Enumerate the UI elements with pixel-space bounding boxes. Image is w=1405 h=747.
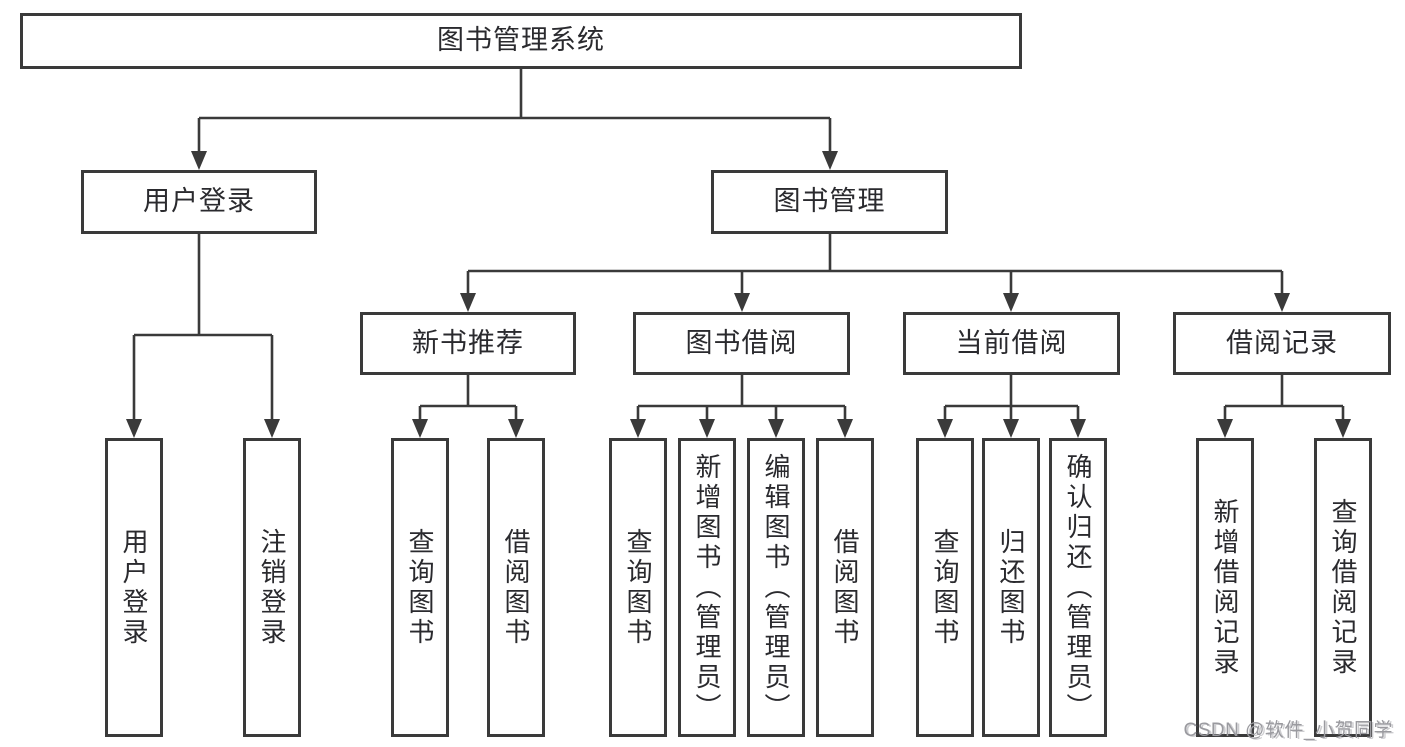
- leaf-label: 查询借阅记录: [1328, 497, 1358, 678]
- leaf-confirm-return-admin: 确认归还（管理员）: [1049, 438, 1107, 737]
- leaf-label: 编辑图书（管理员）: [761, 452, 791, 723]
- leaf-label: 借阅图书: [501, 527, 531, 648]
- leaf-label: 确认归还（管理员）: [1063, 452, 1093, 723]
- node-root: 图书管理系统: [20, 13, 1022, 69]
- leaf-add-books-admin: 新增图书（管理员）: [678, 438, 736, 737]
- leaf-label: 借阅图书: [830, 527, 860, 648]
- node-current-borrowing: 当前借阅: [903, 312, 1120, 375]
- leaf-label: 查询图书: [405, 527, 435, 648]
- leaf-label: 新增借阅记录: [1210, 497, 1240, 678]
- node-new-book-recommend: 新书推荐: [360, 312, 576, 375]
- leaf-add-borrow-record: 新增借阅记录: [1196, 438, 1254, 737]
- leaf-label: 归还图书: [996, 527, 1026, 648]
- node-borrow-records: 借阅记录: [1173, 312, 1391, 375]
- leaf-borrow-books-recommend: 借阅图书: [487, 438, 545, 737]
- leaf-label: 注销登录: [257, 527, 287, 648]
- leaf-label: 用户登录: [119, 527, 149, 648]
- leaf-query-borrow-record: 查询借阅记录: [1314, 438, 1372, 737]
- leaf-logout: 注销登录: [243, 438, 301, 737]
- leaf-borrow-books-borrow: 借阅图书: [816, 438, 874, 737]
- leaf-label: 查询图书: [930, 527, 960, 648]
- node-book-management: 图书管理: [711, 170, 948, 234]
- csdn-watermark: CSDN @软件_小贺同学: [1183, 720, 1393, 741]
- leaf-query-books-recommend: 查询图书: [391, 438, 449, 737]
- node-book-borrowing: 图书借阅: [633, 312, 850, 375]
- leaf-label: 查询图书: [623, 527, 653, 648]
- leaf-label: 新增图书（管理员）: [692, 452, 722, 723]
- leaf-return-books: 归还图书: [982, 438, 1040, 737]
- leaf-query-books-borrow: 查询图书: [609, 438, 667, 737]
- leaf-query-books-current: 查询图书: [916, 438, 974, 737]
- node-user-login: 用户登录: [81, 170, 317, 234]
- leaf-edit-books-admin: 编辑图书（管理员）: [747, 438, 805, 737]
- leaf-user-login: 用户登录: [105, 438, 163, 737]
